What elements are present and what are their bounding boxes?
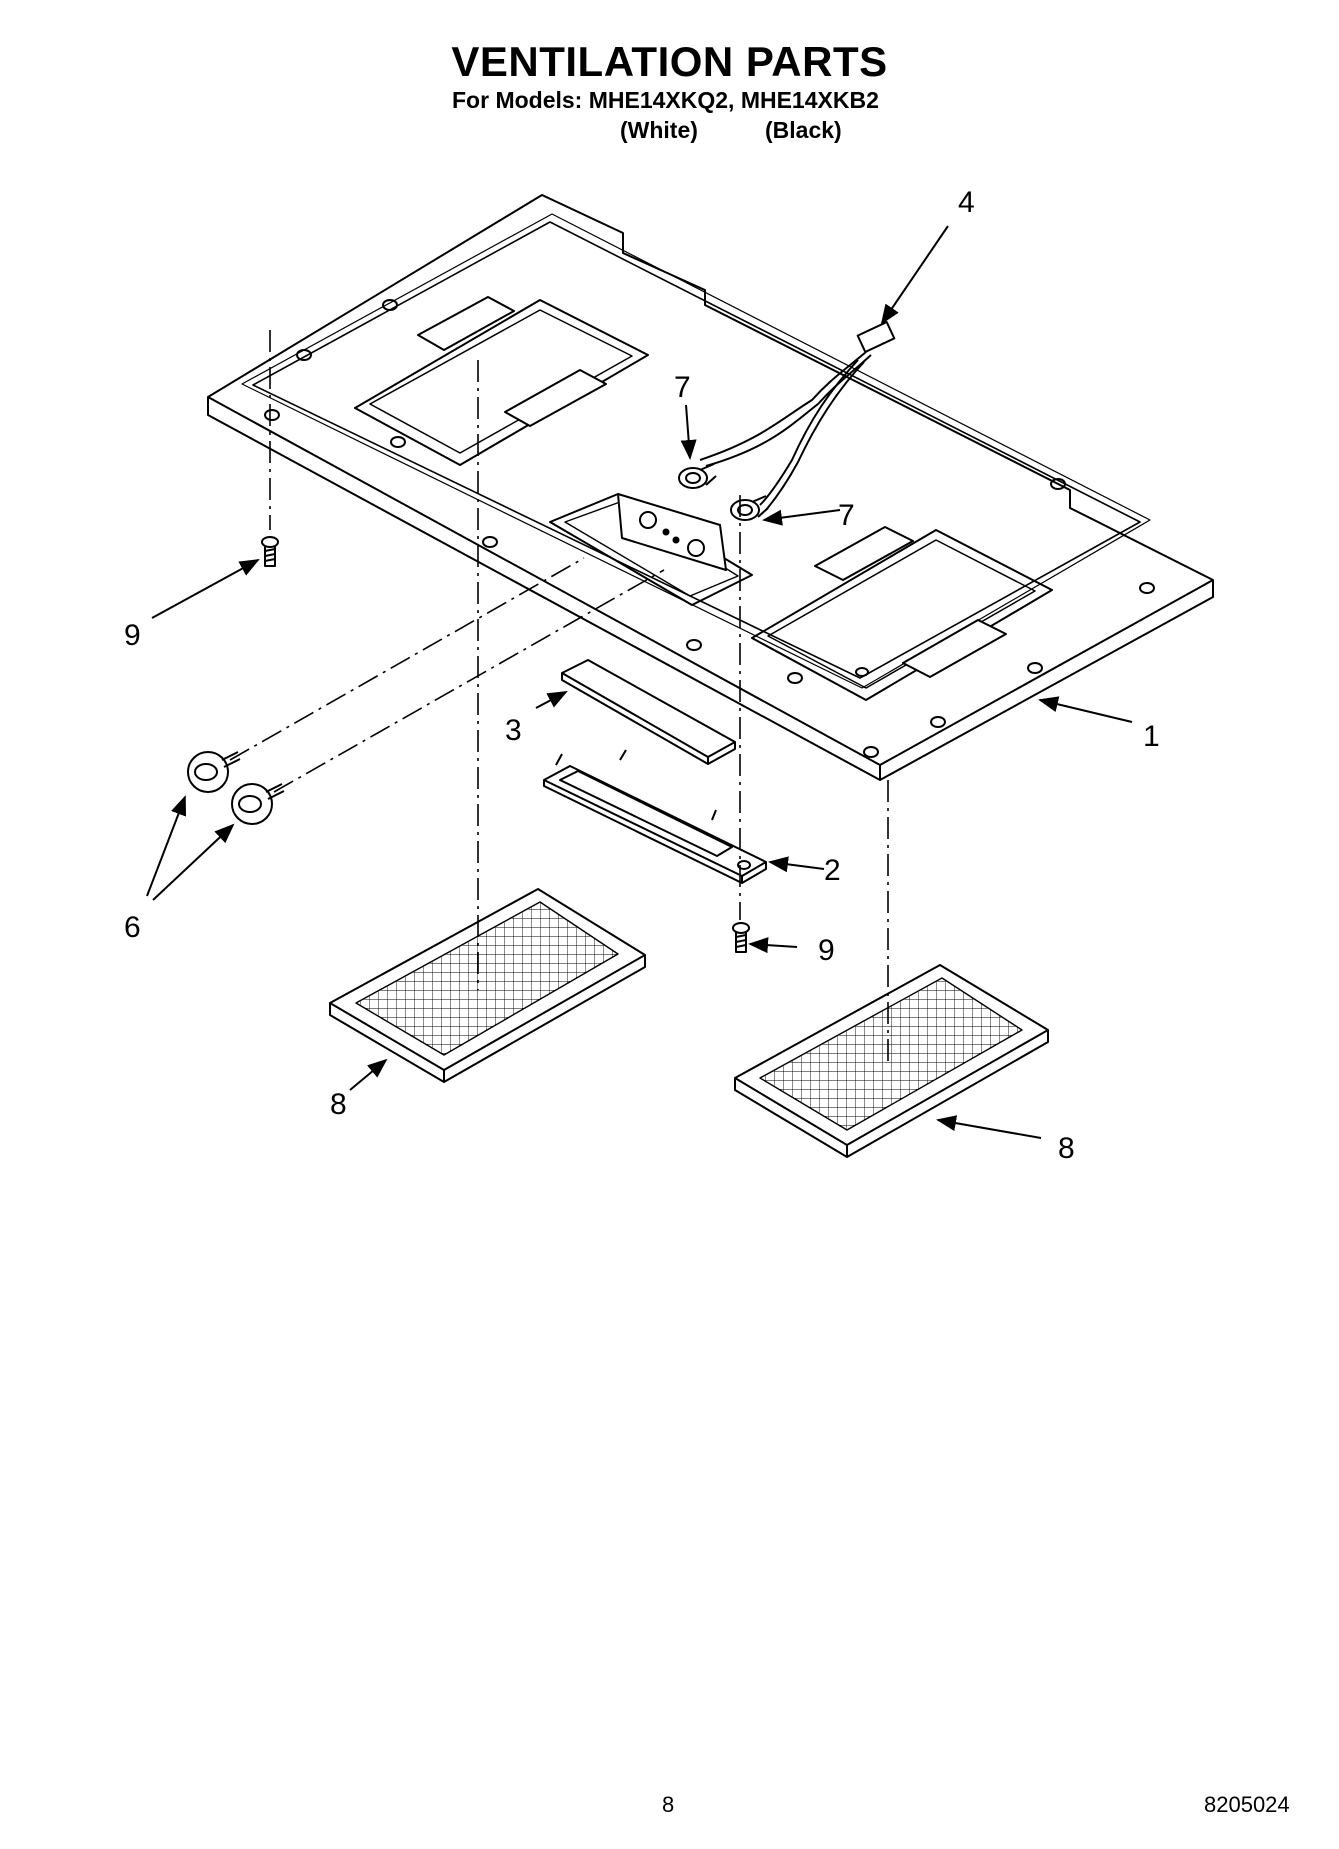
callout-9-left: 9 xyxy=(124,619,141,652)
callout-2: 2 xyxy=(824,854,841,887)
page-number: 8 xyxy=(662,1792,675,1817)
callout-6: 6 xyxy=(124,911,141,944)
callout-1: 1 xyxy=(1143,720,1160,753)
document-number: 8205024 xyxy=(1204,1792,1290,1817)
plate-mounting-holes xyxy=(264,299,1155,758)
right-vent-cutout xyxy=(751,526,1053,701)
page-title: VENTILATION PARTS xyxy=(451,38,888,85)
screw-part-9a xyxy=(261,536,279,567)
callout-7-top: 7 xyxy=(674,371,691,404)
callout-4: 4 xyxy=(958,186,975,219)
callout-8-left: 8 xyxy=(330,1088,347,1121)
alignment-lines xyxy=(229,330,889,1065)
callout-numbers: 4 7 7 9 3 1 2 6 9 8 8 xyxy=(124,186,1160,1165)
variant-white-label: (White) xyxy=(620,117,698,143)
thumb-nut-part-6a xyxy=(187,751,241,793)
wire-harness-part-4 xyxy=(699,321,896,511)
lamp-socket-part-7a xyxy=(678,463,717,489)
vent-plate-part-1 xyxy=(207,194,1214,781)
grease-filter-part-8a xyxy=(329,888,646,1083)
grease-filter-part-8b xyxy=(734,964,1049,1158)
thumb-nut-part-6b xyxy=(231,783,285,825)
lamp-lens-part-3 xyxy=(561,659,736,765)
left-vent-cutout xyxy=(354,296,649,466)
callout-8-right: 8 xyxy=(1058,1132,1075,1165)
callout-9-lower: 9 xyxy=(818,934,835,967)
variant-black-label: (Black) xyxy=(765,117,842,143)
callout-3: 3 xyxy=(505,714,522,747)
callout-7-right: 7 xyxy=(838,499,855,532)
screw-part-9b xyxy=(732,922,750,953)
lamp-cover-part-2 xyxy=(543,749,767,884)
lamp-housing-opening xyxy=(549,493,753,606)
leader-arrows xyxy=(146,225,1133,1139)
models-line: For Models: MHE14XKQ2, MHE14XKB2 xyxy=(452,87,879,113)
